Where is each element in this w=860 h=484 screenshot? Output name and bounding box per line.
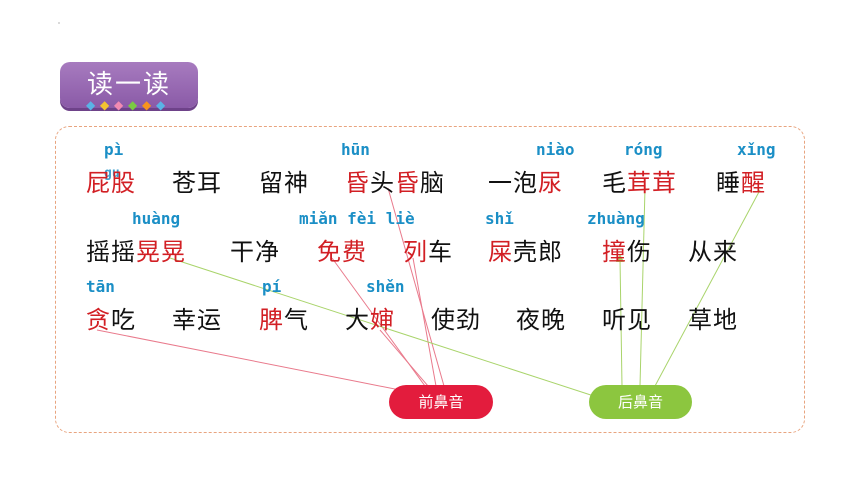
word-mianfei: 免费 — [317, 238, 367, 266]
back-nasal-button[interactable]: 后鼻音 — [589, 385, 692, 419]
word-xingyun: 幸运 — [172, 306, 222, 334]
word-niao: 一泡尿 — [488, 169, 563, 197]
line-lie-front — [412, 257, 437, 387]
candy-icon: ◆ — [142, 98, 152, 112]
word-hun: 昏头昏脑 — [345, 169, 445, 197]
pinyin-rong: róng — [624, 140, 663, 159]
word-ganjing: 干净 — [230, 238, 280, 266]
word-huanghuang: 摇摇晃晃 — [86, 238, 186, 266]
word-shikelang: 屎壳郎 — [488, 238, 563, 266]
word-caodi: 草地 — [688, 306, 738, 334]
section-title: 读一读 — [60, 62, 198, 108]
line-zhuang-back — [619, 257, 623, 387]
candy-icon: ◆ — [114, 98, 124, 112]
pinyin-gu: gu — [104, 166, 120, 181]
word-zhuangshang: 撞伤 — [602, 238, 652, 266]
pinyin-zhuang: zhuàng — [587, 209, 645, 228]
pinyin-pi2: pí — [262, 277, 282, 296]
arrowhead — [608, 254, 632, 262]
line-tan-front — [96, 329, 411, 393]
candy-icon: ◆ — [100, 98, 110, 112]
front-nasal-button[interactable]: 前鼻音 — [389, 385, 493, 419]
line-rong-back — [639, 187, 646, 387]
pinyin-shi: shǐ — [485, 209, 514, 228]
candy-icon: ◆ — [128, 98, 138, 112]
pinyin-tan: tān — [86, 277, 115, 296]
word-lieche: 列车 — [403, 238, 453, 266]
pinyin-huang: huàng — [132, 209, 181, 228]
line-shen-front — [379, 329, 429, 387]
word-pigu: 屁股 — [86, 169, 136, 197]
decor-dot — [58, 22, 60, 24]
word-yewan: 夜晚 — [516, 306, 566, 334]
word-tingjian: 听见 — [602, 306, 652, 334]
word-canger: 苍耳 — [172, 169, 222, 197]
candy-icon: ◆ — [86, 98, 96, 112]
word-shijin: 使劲 — [431, 306, 481, 334]
candy-icon: ◆ — [156, 98, 166, 112]
word-rongrong: 毛茸茸 — [602, 169, 677, 197]
word-piqi: 脾气 — [259, 306, 309, 334]
word-liushen: 留神 — [259, 169, 309, 197]
reading-panel — [55, 126, 805, 433]
line-huang-back — [169, 257, 601, 399]
word-dashen: 大婶 — [345, 306, 395, 334]
pinyin-pi: pì — [104, 140, 124, 159]
word-tanchi: 贪吃 — [86, 306, 136, 334]
line-hun-front — [387, 187, 445, 387]
pinyin-xing: xǐng — [737, 140, 776, 159]
pinyin-hun: hūn — [341, 140, 370, 159]
pinyin-niao: niào — [536, 140, 575, 159]
word-conglai: 从来 — [688, 238, 738, 266]
line-xing-back — [654, 189, 761, 387]
pinyin-shen: shěn — [366, 277, 405, 296]
pinyin-mian-fei-lie: miǎn fèi liè — [299, 209, 415, 228]
word-xing: 睡醒 — [716, 169, 766, 197]
